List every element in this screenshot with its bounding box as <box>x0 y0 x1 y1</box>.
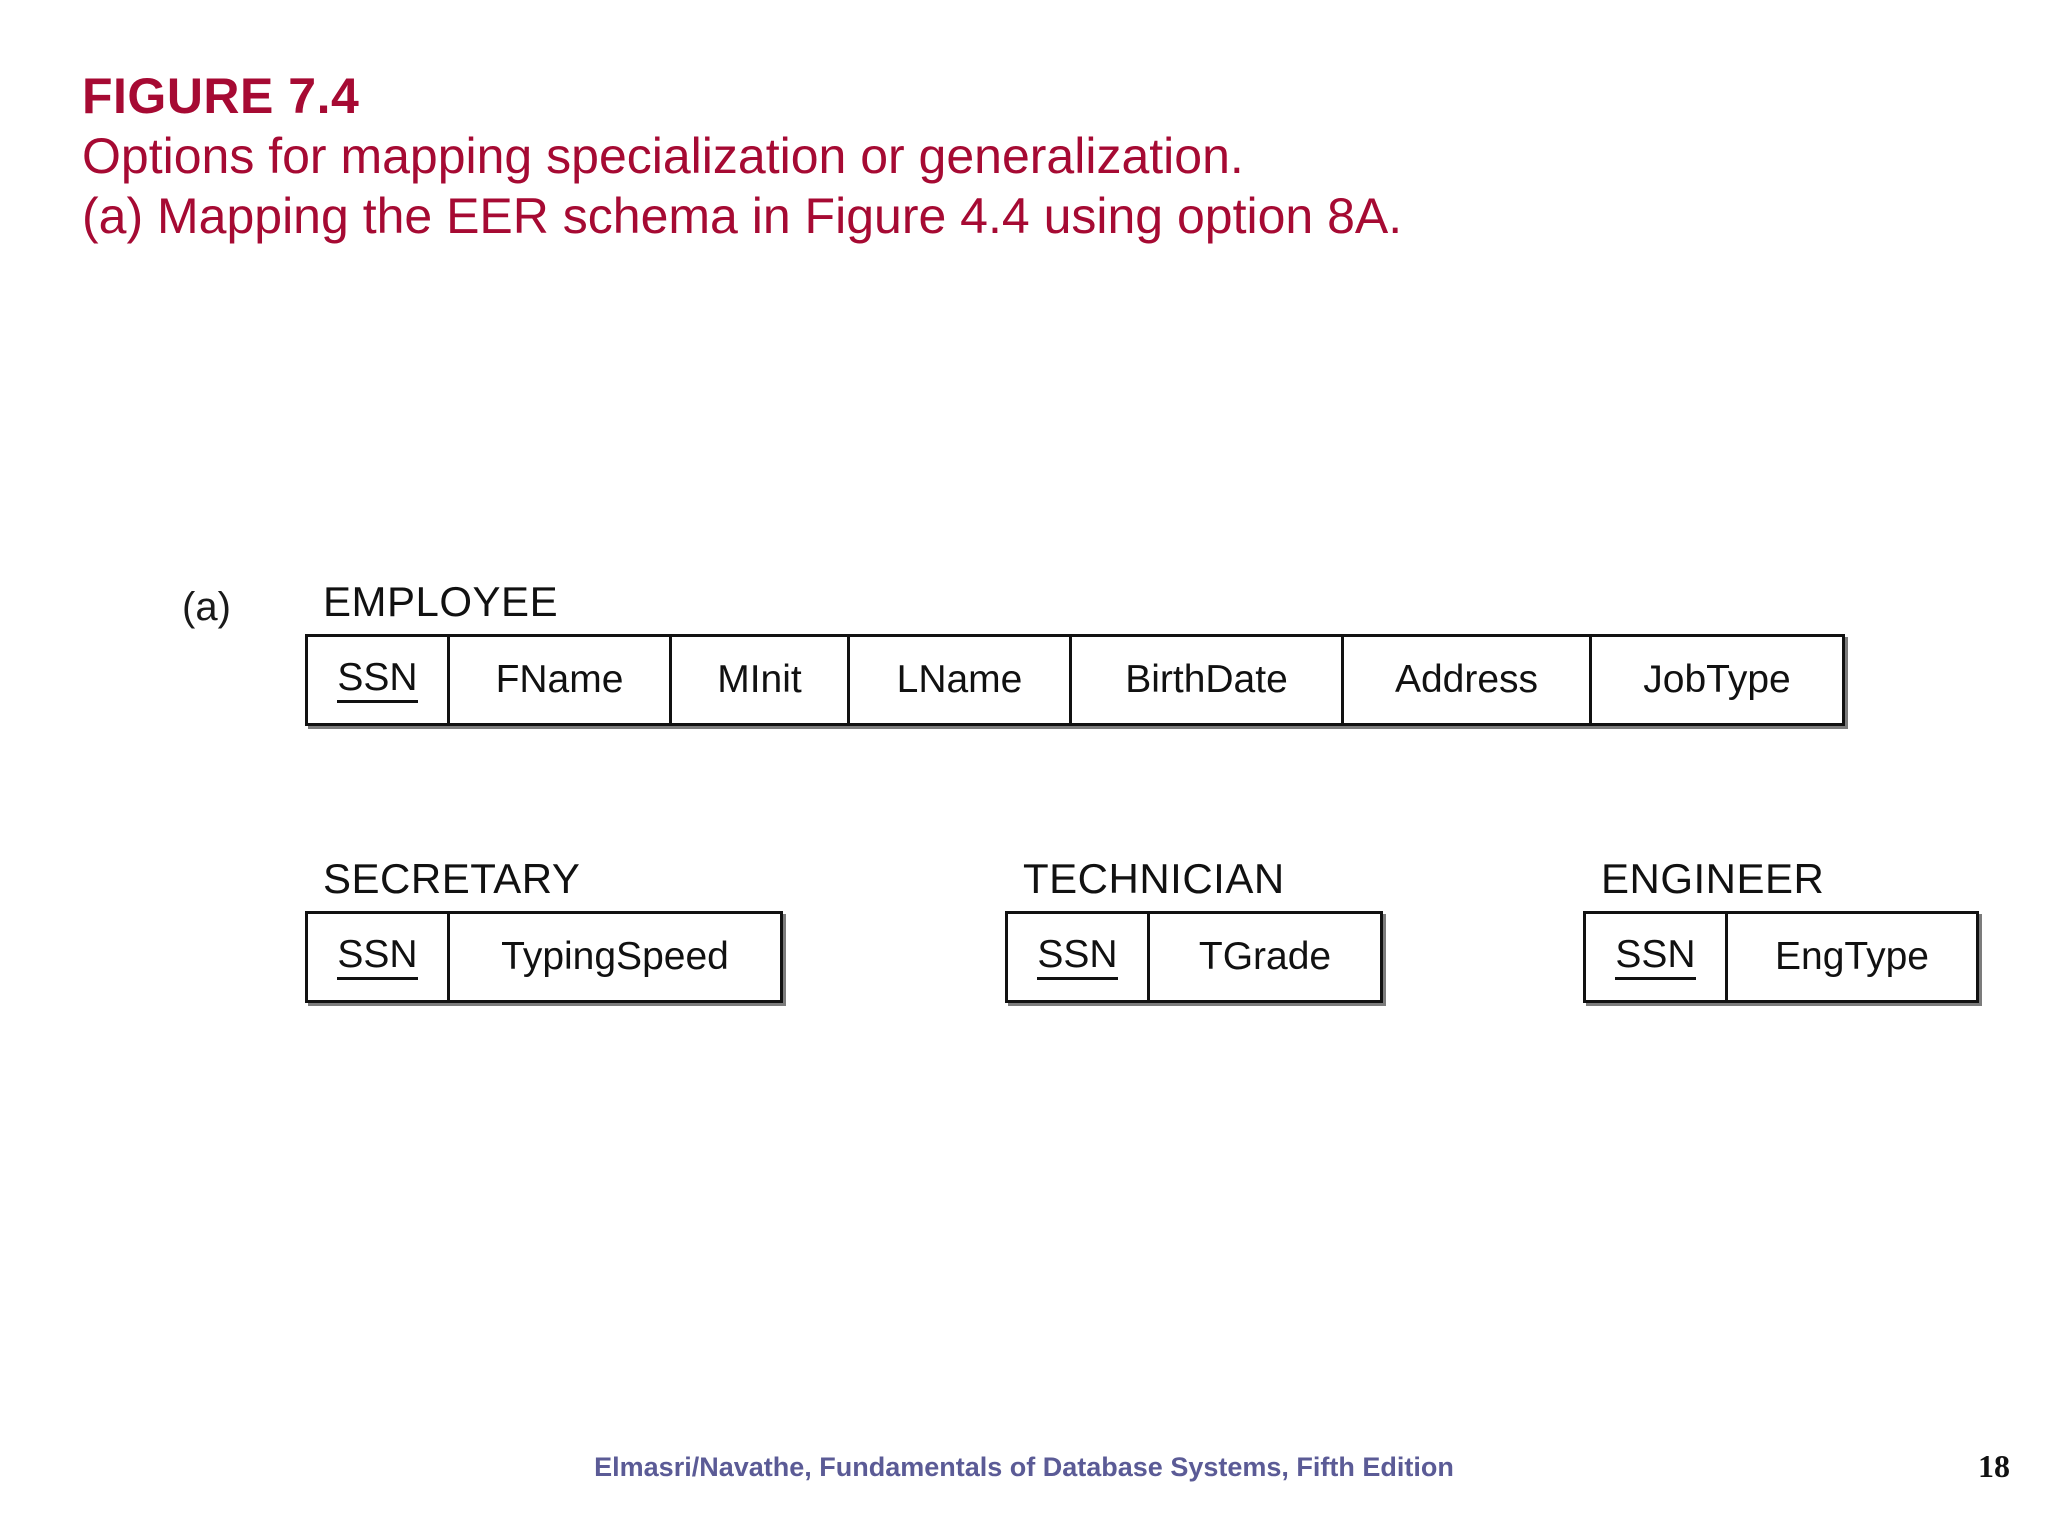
attribute-label: MInit <box>717 658 802 701</box>
attribute-cell: BirthDate <box>1072 637 1344 723</box>
attribute-label: TypingSpeed <box>501 935 729 978</box>
attribute-cell: SSN <box>308 637 450 723</box>
heading-line-1: Options for mapping specialization or ge… <box>82 128 1244 184</box>
relation-table-secretary: SSN TypingSpeed <box>305 911 783 1003</box>
attribute-cell: SSN <box>308 914 450 1000</box>
attribute-cell: SSN <box>1586 914 1728 1000</box>
relation-secretary: SECRETARY SSN TypingSpeed <box>305 855 783 1003</box>
relation-title-technician: TECHNICIAN <box>1023 855 1285 902</box>
attribute-label: SSN <box>1615 935 1696 980</box>
relation-title-secretary: SECRETARY <box>323 855 581 902</box>
relation-title-engineer: ENGINEER <box>1601 855 1825 902</box>
attribute-cell: TypingSpeed <box>450 914 780 1000</box>
slide-heading: FIGURE 7.4 Options for mapping specializ… <box>82 66 1982 246</box>
attribute-cell: FName <box>450 637 672 723</box>
attribute-cell: Address <box>1344 637 1592 723</box>
attribute-label: TGrade <box>1198 935 1332 978</box>
attribute-cell: MInit <box>672 637 850 723</box>
figure-label: FIGURE 7.4 <box>82 68 360 124</box>
attribute-cell: EngType <box>1728 914 1976 1000</box>
part-label-a: (a) <box>182 585 231 629</box>
relation-technician: TECHNICIAN SSN TGrade <box>1005 855 1383 1003</box>
attribute-cell: JobType <box>1592 637 1842 723</box>
relation-engineer: ENGINEER SSN EngType <box>1583 855 1979 1003</box>
attribute-label: FName <box>495 658 624 701</box>
attribute-label: JobType <box>1643 658 1791 701</box>
relation-table-technician: SSN TGrade <box>1005 911 1383 1003</box>
relation-table-engineer: SSN EngType <box>1583 911 1979 1003</box>
attribute-label: Address <box>1394 658 1539 701</box>
relation-table-employee: SSN FName MInit LName BirthDate Address … <box>305 634 1845 726</box>
attribute-label: EngType <box>1775 935 1929 978</box>
attribute-cell: SSN <box>1008 914 1150 1000</box>
footer-credit: Elmasri/Navathe, Fundamentals of Databas… <box>594 1452 1454 1482</box>
attribute-label: SSN <box>337 935 418 980</box>
attribute-label: SSN <box>1037 935 1118 980</box>
attribute-label: LName <box>896 658 1023 701</box>
relation-title-employee: EMPLOYEE <box>323 578 559 625</box>
heading-line-2: (a) Mapping the EER schema in Figure 4.4… <box>82 188 1403 244</box>
attribute-cell: TGrade <box>1150 914 1380 1000</box>
attribute-label: SSN <box>337 658 418 703</box>
relation-employee: EMPLOYEE SSN FName MInit LName BirthDate… <box>305 578 1845 726</box>
page-number: 18 <box>1978 1448 2010 1484</box>
attribute-label: BirthDate <box>1125 658 1288 701</box>
attribute-cell: LName <box>850 637 1072 723</box>
